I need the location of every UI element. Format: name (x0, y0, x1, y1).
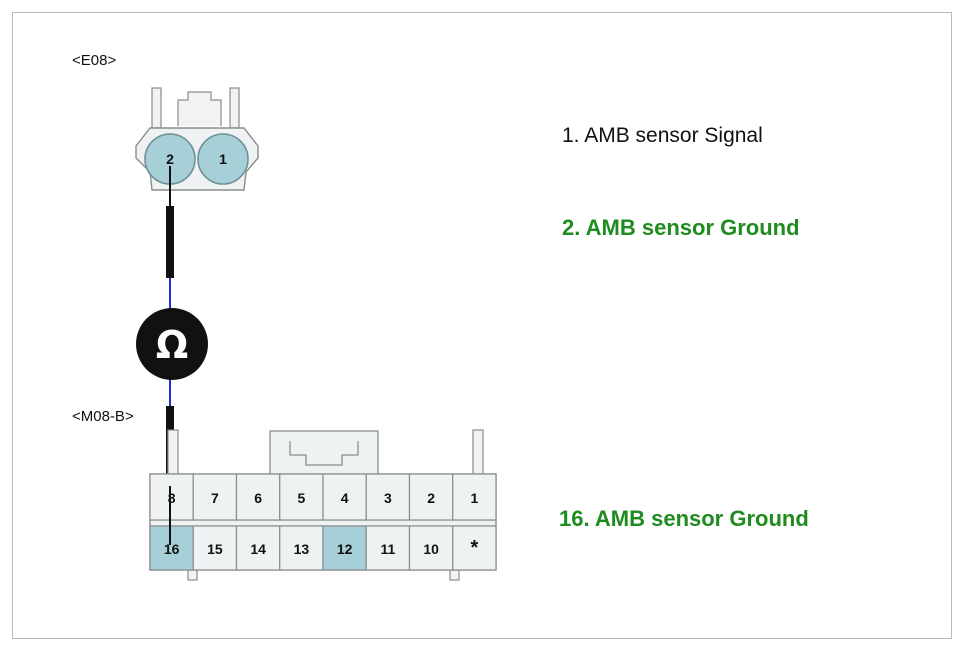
m08b-pin-label: 16 (164, 541, 180, 557)
probe-top (166, 206, 174, 278)
m08b-pin-cell (452, 473, 497, 521)
m08b-pin-cell (279, 525, 324, 571)
e08-pin-1 (197, 133, 249, 185)
e08-pin-2-label: 2 (166, 151, 174, 167)
m08b-pin-cell (149, 525, 194, 571)
m08b-pin-cell (322, 473, 367, 521)
m08b-pin-cell (365, 473, 411, 521)
m08b-pin-cell (408, 473, 454, 521)
m08b-pin-label: * (470, 537, 478, 559)
m08b-pin-cell (235, 473, 281, 521)
m08b-pin-label: 5 (297, 490, 305, 506)
legend-item-2: 2. AMB sensor Ground (562, 215, 800, 240)
m08b-pin-label: 8 (168, 490, 176, 506)
legend-item-3: 16. AMB sensor Ground (559, 506, 809, 531)
m08b-pin-cell (322, 525, 367, 571)
m08b-connector-label: <M08-B> (72, 408, 134, 425)
m08b-pin-label: 4 (341, 490, 349, 506)
m08b-pin-cell (149, 473, 194, 521)
m08b-pin-label: 10 (423, 541, 439, 557)
m08b-pin-label: 11 (380, 541, 395, 557)
m08b-pin-label: 1 (470, 490, 478, 506)
m08b-pin-label: 7 (211, 490, 219, 506)
m08b-pin-label: 15 (207, 541, 223, 557)
m08b-pin-label: 6 (254, 490, 262, 506)
e08-pin-1-label: 1 (219, 151, 227, 167)
m08b-pin-cell (235, 525, 281, 571)
m08b-pin-label: 2 (427, 490, 435, 506)
m08b-pin-label: 12 (337, 541, 353, 557)
e08-connector: 2 1 (135, 87, 259, 191)
m08b-connector: 8 7 6 5 4 3 2 1 16 15 14 13 12 11 10 * (149, 429, 497, 581)
e08-connector-label: <E08> (72, 52, 117, 69)
m08b-pin-label: 14 (250, 541, 266, 557)
ohmmeter-icon: Ω (136, 308, 208, 380)
m08b-pin-label: 3 (384, 490, 392, 506)
m08b-pin-cell (192, 473, 238, 521)
m08b-pin-cell (365, 525, 411, 571)
legend-item-1: 1. AMB sensor Signal (562, 124, 763, 147)
m08b-pin-cell (452, 525, 497, 571)
ohm-symbol: Ω (156, 323, 188, 367)
m08b-pin-label: 13 (294, 541, 310, 557)
